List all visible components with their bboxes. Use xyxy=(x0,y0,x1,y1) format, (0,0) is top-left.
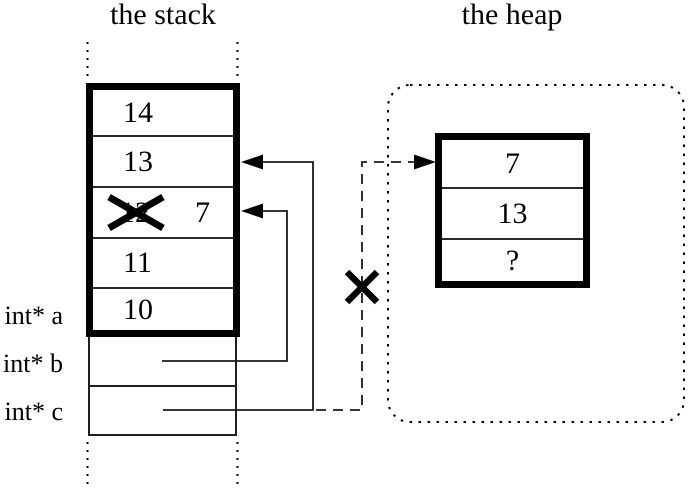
stack-cell: 11 xyxy=(93,237,233,287)
stack-cell-overwritten: 12 7 xyxy=(93,186,233,237)
stack-cell-value: 14 xyxy=(123,95,153,129)
stack-cell-new-value: 7 xyxy=(195,195,210,229)
heap-cell: ? xyxy=(442,238,583,281)
invalidated-pointer-x-icon xyxy=(344,269,380,305)
variable-label-b: int* b xyxy=(3,349,63,378)
heap-cell-value: ? xyxy=(505,243,520,277)
variable-label-c: int* c xyxy=(4,397,64,426)
pointer-b-arrowhead-icon xyxy=(241,203,263,219)
stack-cell: 10 xyxy=(93,287,233,330)
pointer-cell-b xyxy=(90,337,235,385)
dangling-pointer-dashed-line xyxy=(316,161,414,411)
dangling-pointer-arrowhead-icon xyxy=(414,154,436,170)
stack-frame-box: 14 13 12 7 11 10 xyxy=(86,83,240,337)
pointer-cell-c xyxy=(90,384,235,434)
stack-cell-old-value: 12 xyxy=(120,195,150,229)
heap-cell-value: 7 xyxy=(505,146,520,180)
heap-cell: 7 xyxy=(442,140,583,187)
stack-cell: 14 xyxy=(93,90,233,135)
pointer-variable-cells xyxy=(88,337,237,436)
heap-title: the heap xyxy=(461,0,563,31)
stack-cell: 13 xyxy=(93,135,233,186)
pointer-c-arrowhead-icon xyxy=(241,154,263,170)
heap-cell: 13 xyxy=(442,187,583,238)
stack-cell-value: 13 xyxy=(123,144,153,178)
heap-block-box: 7 13 ? xyxy=(435,133,590,288)
heap-cell-value: 13 xyxy=(497,196,528,230)
stack-cell-value: 10 xyxy=(123,292,153,326)
stack-cell-value: 11 xyxy=(123,246,152,279)
variable-label-a: int* a xyxy=(4,301,64,330)
stack-title: the stack xyxy=(110,0,216,31)
